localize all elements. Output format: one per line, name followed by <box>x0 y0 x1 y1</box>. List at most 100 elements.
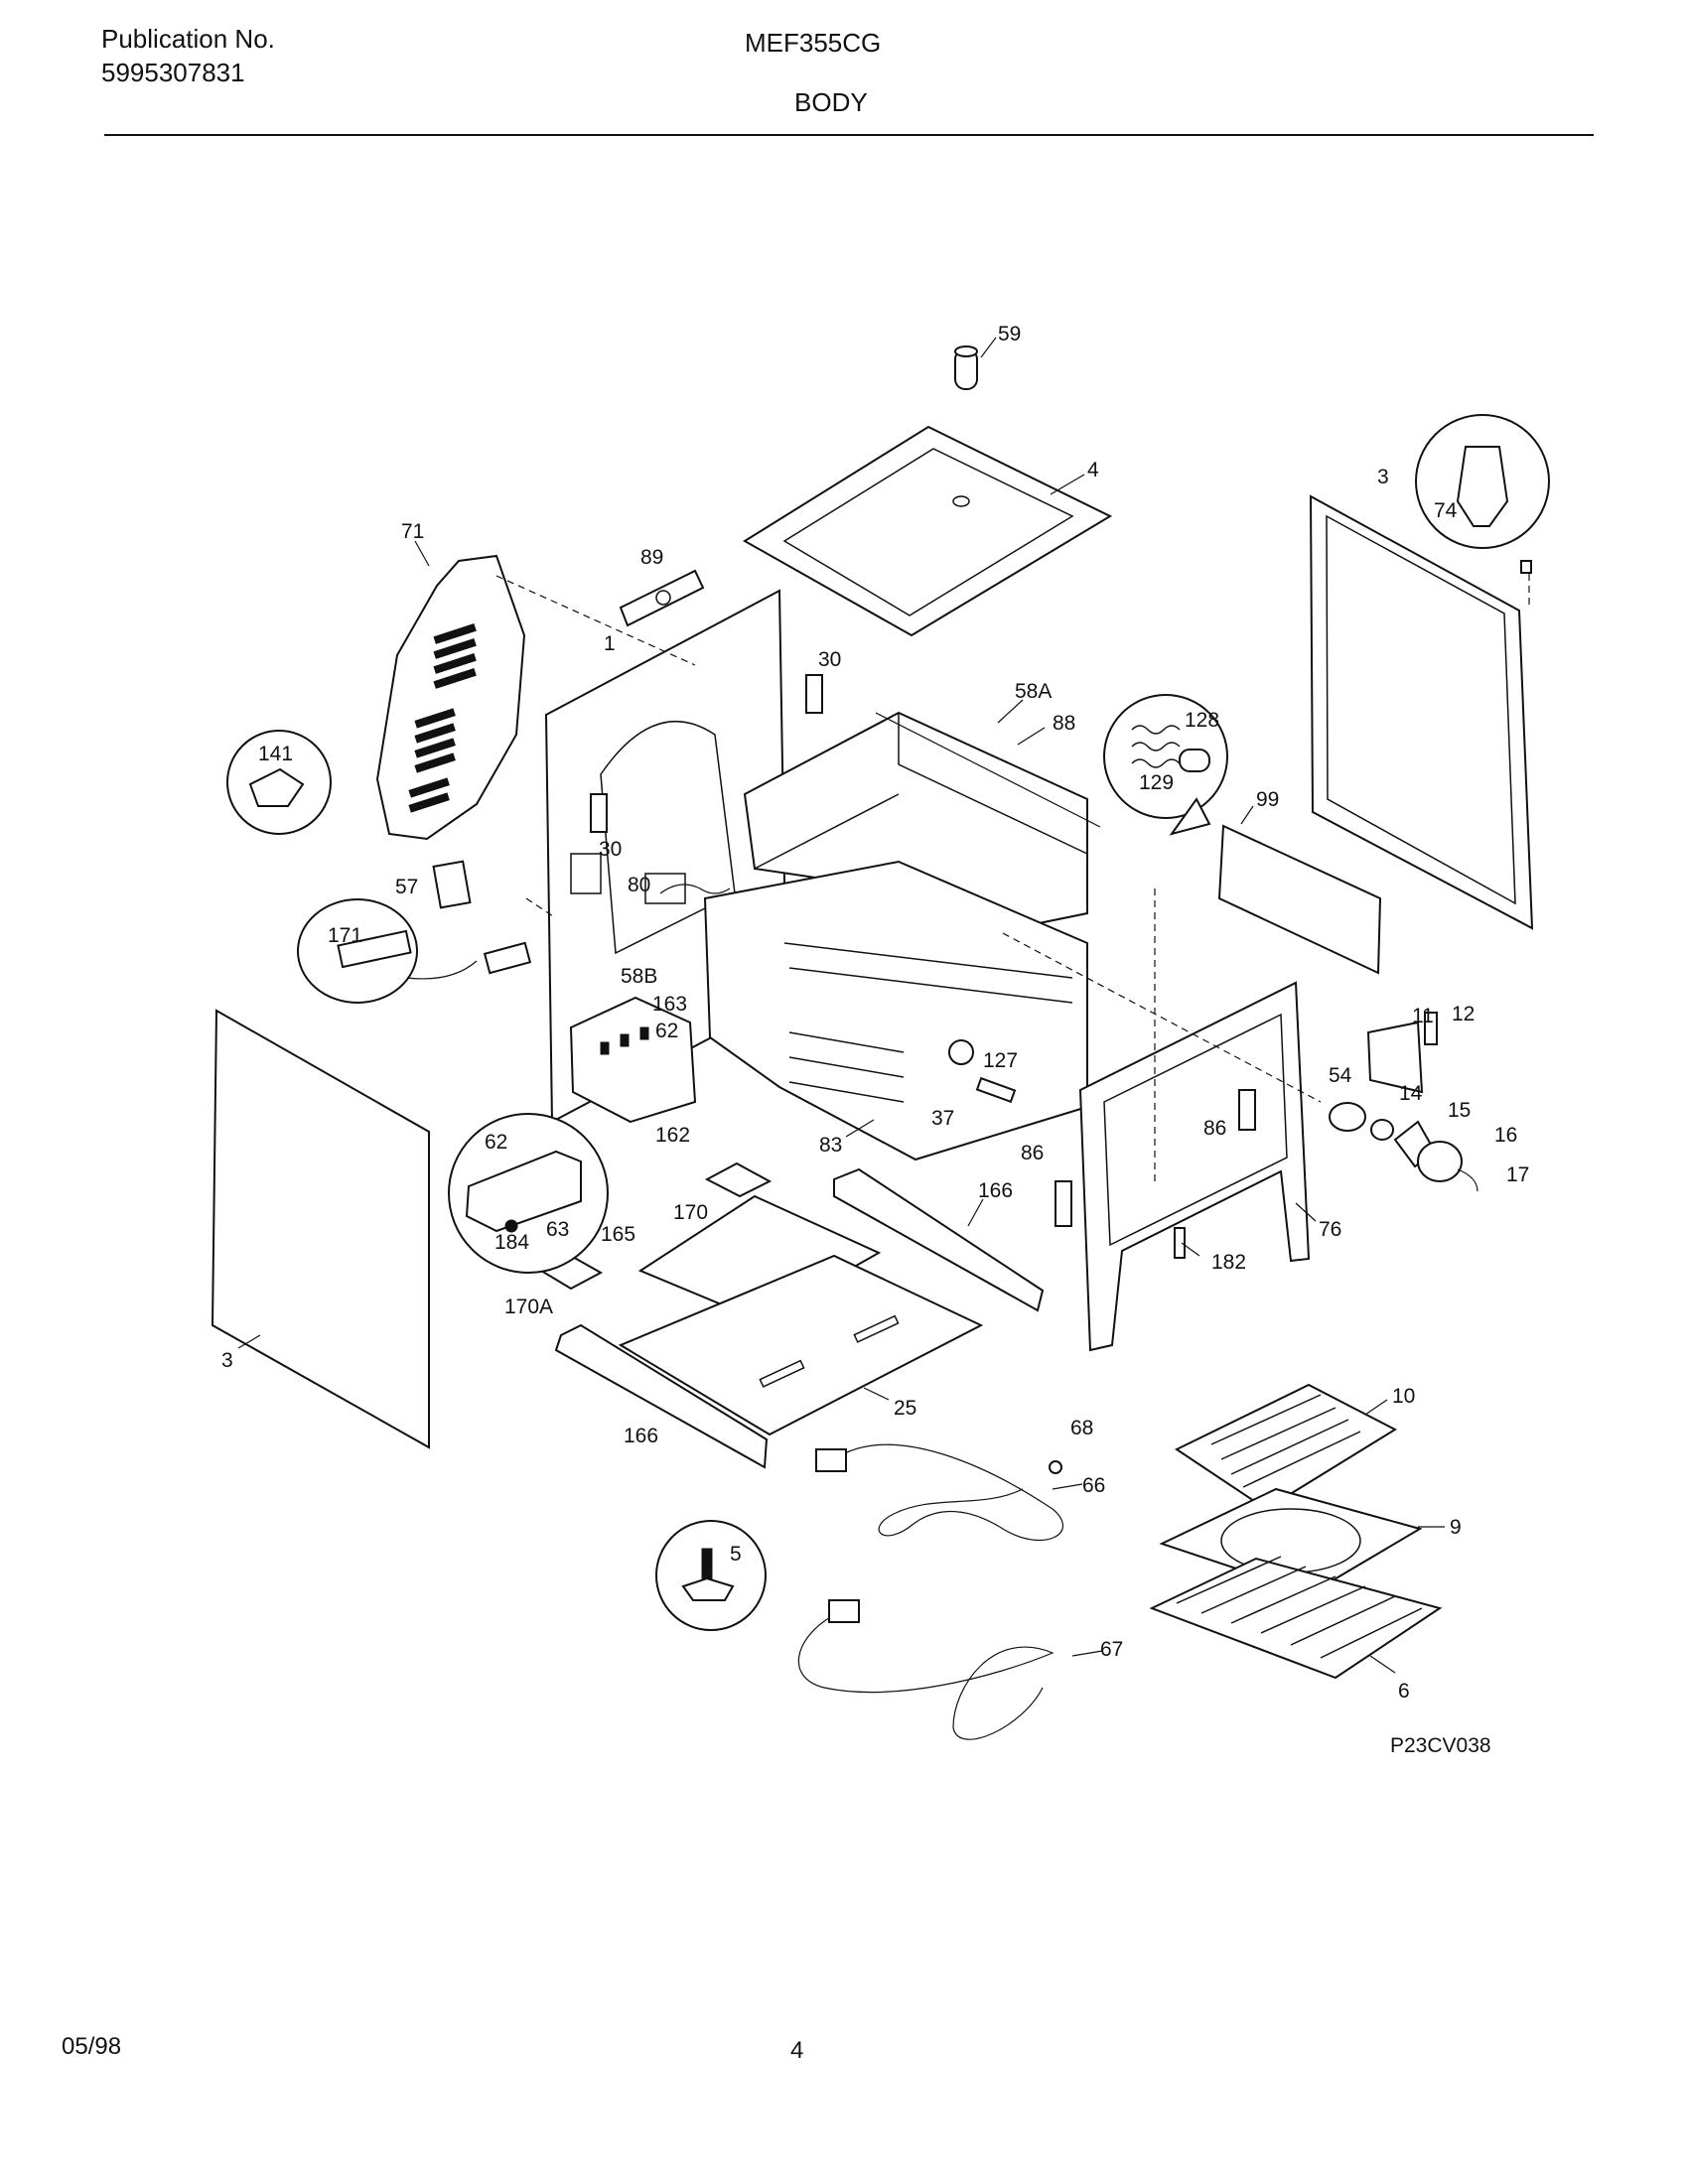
callout-80: 80 <box>628 874 650 896</box>
callout-6: 6 <box>1398 1680 1410 1703</box>
part-89-bracket <box>619 569 705 627</box>
part-30-bracket-mid <box>590 793 608 833</box>
callout-54: 54 <box>1329 1064 1352 1087</box>
assembly-line-d <box>1002 932 1322 1103</box>
leader-6 <box>1369 1655 1396 1674</box>
part-67-terminal-bracket <box>828 1599 860 1623</box>
callout-76: 76 <box>1319 1218 1341 1241</box>
callout-58A: 58A <box>1015 680 1052 703</box>
part-68-clip <box>1049 1460 1062 1474</box>
callout-184: 184 <box>494 1231 529 1254</box>
callout-3-right: 3 <box>1377 466 1389 488</box>
part-71-rear-vent-panel <box>375 554 526 841</box>
section-title: BODY <box>794 87 868 117</box>
callout-58B: 58B <box>621 965 657 988</box>
callout-170: 170 <box>673 1201 708 1224</box>
part-4-top-panel <box>743 425 1113 637</box>
leader-76 <box>1295 1202 1317 1222</box>
callout-162: 162 <box>655 1124 690 1147</box>
part-67-broil-element <box>797 1615 1055 1740</box>
callout-86-right: 86 <box>1203 1117 1226 1140</box>
callout-99: 99 <box>1256 788 1279 811</box>
page-number: 4 <box>790 2037 804 2064</box>
part-62-63-184-inset <box>448 1113 609 1274</box>
callout-127: 127 <box>983 1049 1018 1072</box>
callout-163: 163 <box>652 993 687 1016</box>
part-12-clip <box>1424 1012 1438 1045</box>
callout-88: 88 <box>1053 712 1075 735</box>
part-182-strip <box>1174 1227 1186 1259</box>
part-66-terminal-bracket <box>815 1448 847 1472</box>
part-54-17-lamp-assembly <box>1329 1102 1478 1192</box>
callout-37: 37 <box>931 1107 954 1130</box>
part-6-oven-rack <box>1149 1556 1443 1680</box>
assembly-line-b <box>525 897 557 919</box>
callout-171: 171 <box>328 924 362 947</box>
assembly-line-a <box>495 575 696 666</box>
part-11-switch-plate <box>1366 1021 1424 1094</box>
leader-4 <box>1050 474 1085 495</box>
callout-25: 25 <box>894 1397 916 1420</box>
leader-166-right <box>967 1198 984 1227</box>
callout-141: 141 <box>258 743 293 765</box>
part-88-sensor-rod <box>875 712 1101 828</box>
callout-89: 89 <box>640 546 663 569</box>
callout-71: 71 <box>401 520 424 543</box>
part-3-right-side-panel <box>1309 494 1534 930</box>
callout-4: 4 <box>1087 459 1099 481</box>
callout-12: 12 <box>1452 1003 1475 1025</box>
callout-74: 74 <box>1434 499 1458 522</box>
part-170-plate <box>704 1161 773 1198</box>
callout-83: 83 <box>819 1134 842 1157</box>
callout-170A: 170A <box>504 1296 553 1318</box>
leader-67 <box>1071 1650 1103 1657</box>
callout-17: 17 <box>1506 1163 1529 1186</box>
part-80-wire <box>659 884 731 894</box>
part-10-broiler-insert <box>1174 1383 1398 1511</box>
part-74-inset <box>1415 414 1550 574</box>
callout-62-inset: 62 <box>485 1131 507 1154</box>
drawing-code: P23CV038 <box>1390 1734 1491 1757</box>
part-59-cap <box>954 345 978 390</box>
part-166-rail-left <box>554 1323 769 1469</box>
part-166-rail-right <box>833 1167 1045 1312</box>
part-162-163-terminal <box>569 996 697 1124</box>
part-128-129-inset <box>1103 694 1228 836</box>
model-number: MEF355CG <box>745 28 882 58</box>
callout-68: 68 <box>1070 1417 1093 1439</box>
callout-10: 10 <box>1392 1385 1415 1408</box>
callout-129: 129 <box>1139 771 1174 794</box>
part-76-front-frame <box>1078 981 1311 1352</box>
part-30-bracket-top <box>805 674 823 714</box>
callout-182: 182 <box>1211 1251 1246 1274</box>
header-rule <box>104 134 1594 136</box>
leader-59 <box>980 337 997 358</box>
leader-99 <box>1240 805 1254 825</box>
callout-9: 9 <box>1450 1516 1462 1539</box>
callout-30-mid: 30 <box>599 838 622 861</box>
callout-5: 5 <box>730 1543 742 1566</box>
publication-number: 5995307831 <box>101 58 245 87</box>
part-86-hinge-right <box>1238 1089 1256 1131</box>
footer-date: 05/98 <box>62 2033 122 2060</box>
callout-166-left: 166 <box>624 1425 658 1447</box>
callout-30-top: 30 <box>818 648 841 671</box>
callout-166-right: 166 <box>978 1179 1013 1202</box>
leader-3-left <box>237 1334 261 1349</box>
callout-59: 59 <box>998 323 1021 345</box>
callout-67: 67 <box>1100 1638 1123 1661</box>
part-66-bake-element <box>833 1443 1064 1542</box>
leader-182 <box>1181 1242 1200 1257</box>
callout-1: 1 <box>604 632 616 655</box>
leader-71 <box>414 540 430 567</box>
callout-15: 15 <box>1448 1099 1471 1122</box>
leader-83 <box>845 1119 875 1138</box>
callout-63: 63 <box>546 1218 569 1241</box>
part-99-cover <box>1217 824 1382 975</box>
part-171-inset <box>297 898 532 1004</box>
part-5-leveler-inset <box>655 1520 767 1631</box>
callout-14: 14 <box>1399 1082 1423 1105</box>
part-86-hinge-left <box>1055 1180 1072 1227</box>
callout-86-left: 86 <box>1021 1142 1044 1164</box>
